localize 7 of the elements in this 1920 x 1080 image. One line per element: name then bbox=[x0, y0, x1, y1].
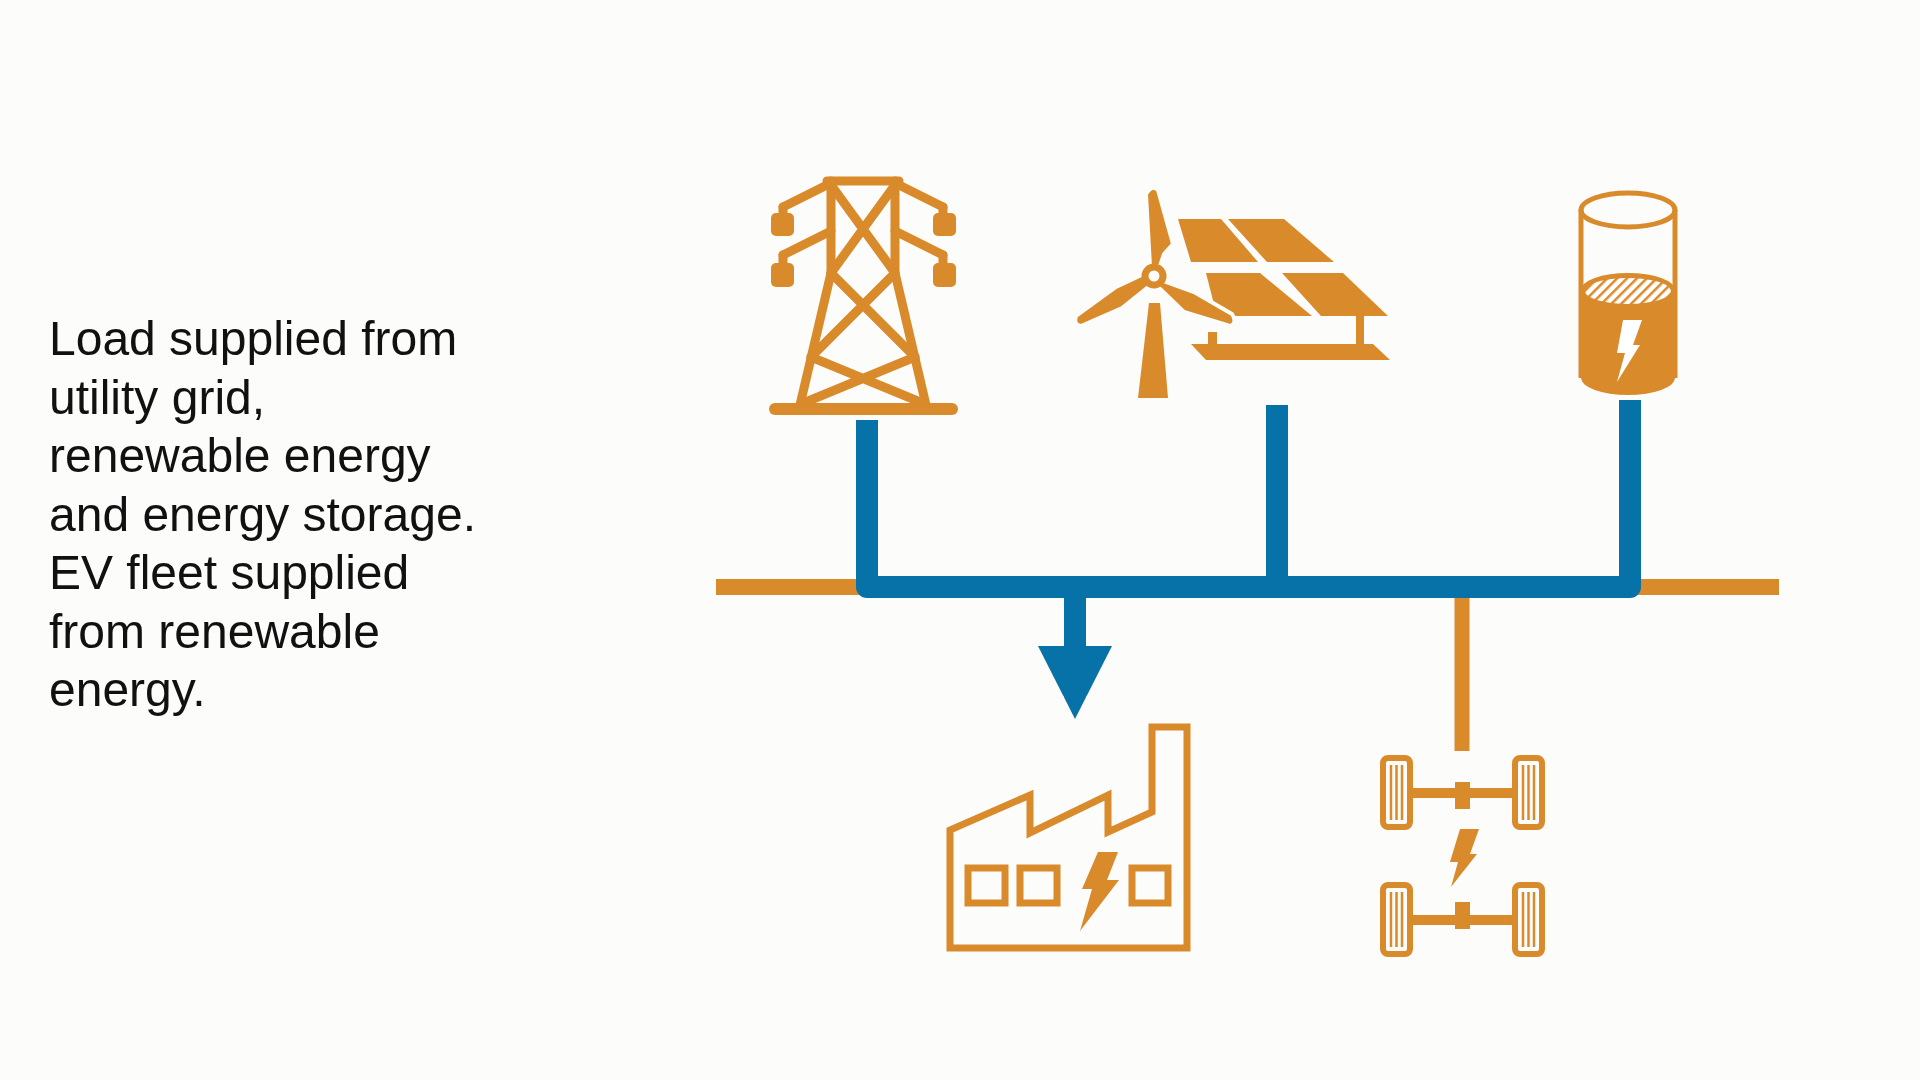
power-bus-bar bbox=[716, 576, 1779, 598]
description-text: Load supplied from utility grid, renewable energy and energy storage. EV fleet supplied from renewable energy. bbox=[49, 311, 477, 718]
connector-line bbox=[1266, 405, 1288, 576]
connector-line bbox=[1454, 598, 1470, 751]
connector-line bbox=[1619, 400, 1641, 576]
arrow bbox=[1038, 598, 1112, 719]
connector-line bbox=[856, 420, 878, 576]
